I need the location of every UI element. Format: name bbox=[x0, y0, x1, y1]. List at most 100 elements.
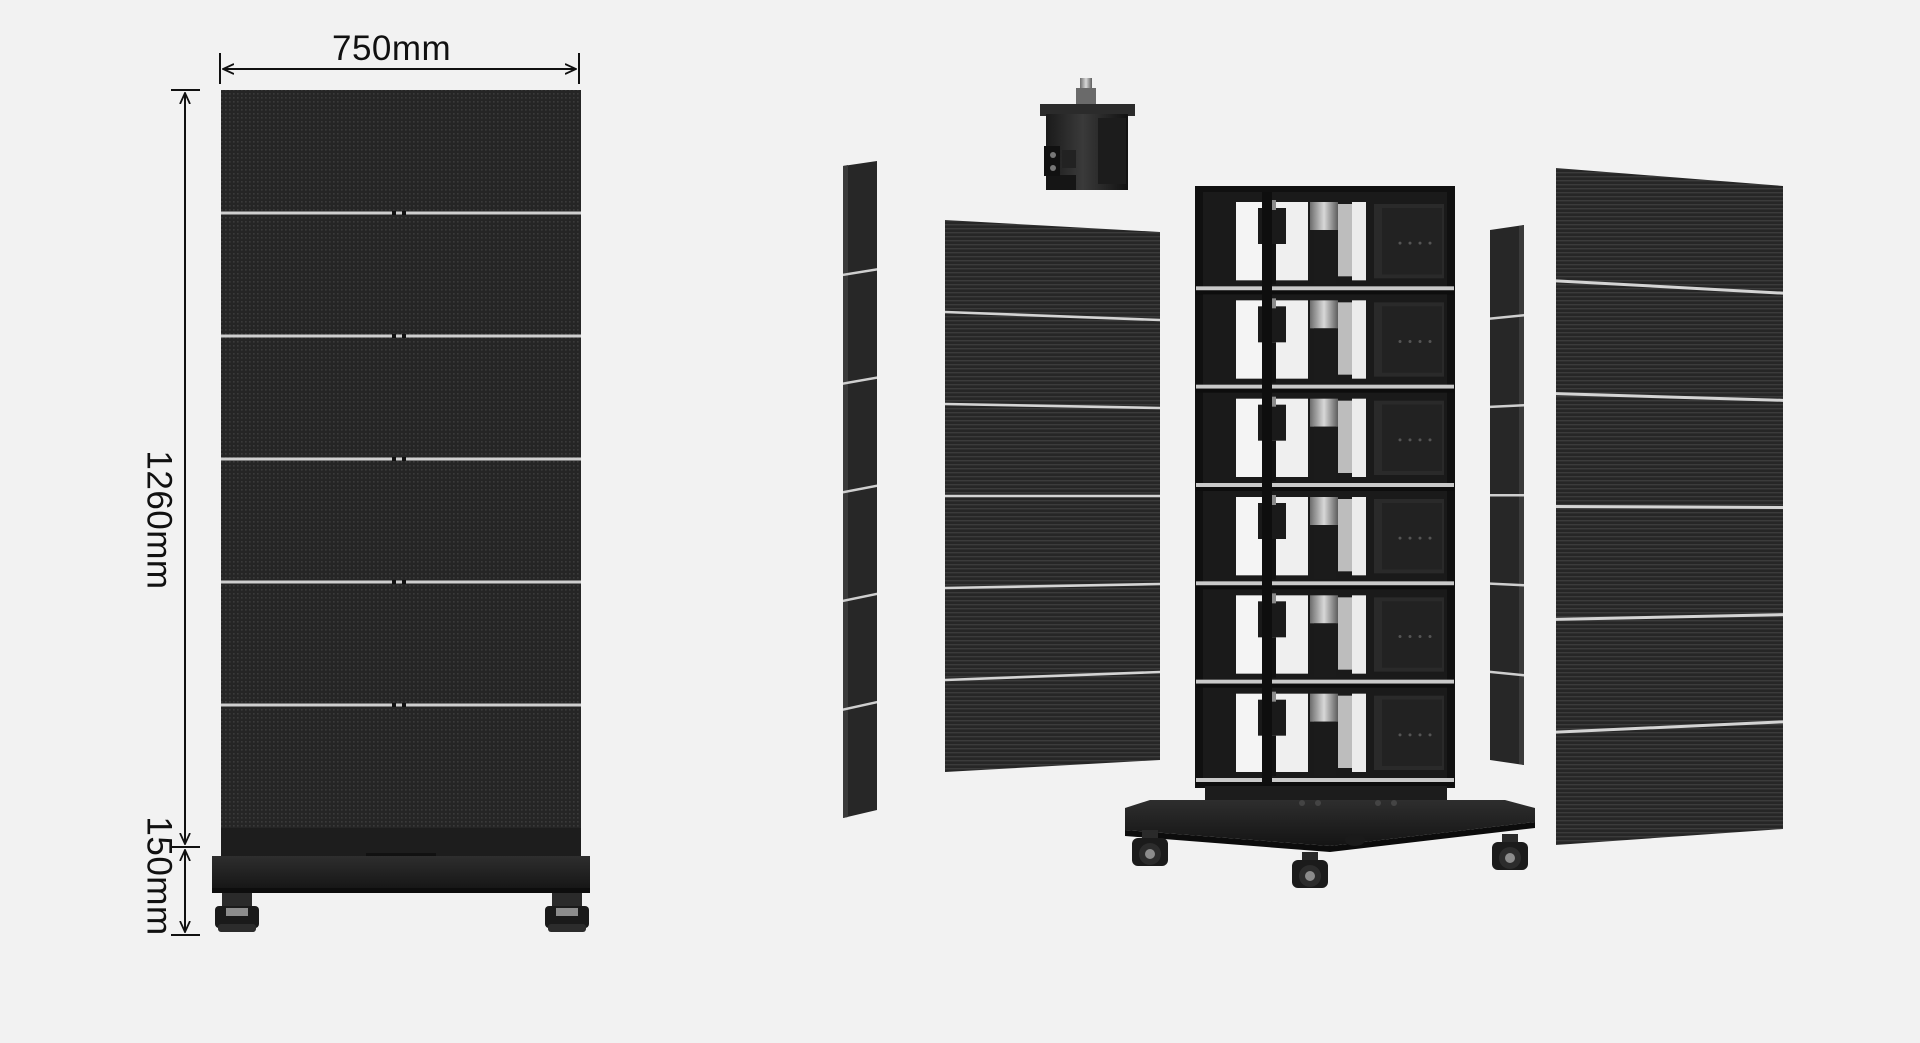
caster-mount bbox=[1302, 852, 1318, 862]
caster-wheel bbox=[1492, 834, 1528, 870]
width-dimension bbox=[219, 53, 580, 84]
cabinet-back-plate-inner bbox=[1382, 404, 1442, 471]
cabinet-bolt bbox=[1408, 438, 1412, 442]
front-panel-seam bbox=[945, 670, 1160, 682]
cabinet-opening bbox=[1352, 497, 1366, 576]
cabinet-opening bbox=[1236, 202, 1262, 281]
cabinet-opening bbox=[1352, 595, 1366, 674]
row-center-body bbox=[1314, 426, 1336, 481]
cabinet-row-shadow bbox=[1196, 683, 1454, 688]
row-center-module bbox=[1310, 202, 1338, 230]
right-strip-joint bbox=[1490, 494, 1524, 497]
cabinet-bolt bbox=[1428, 635, 1432, 638]
cabinet-opening bbox=[1236, 300, 1262, 379]
cabinet-bolt bbox=[1428, 340, 1432, 343]
assembled-seam-clip bbox=[392, 703, 396, 707]
cabinet-bolt bbox=[1418, 536, 1422, 540]
cabinet-frame bbox=[1195, 186, 1455, 788]
cabinet-opening bbox=[1352, 202, 1366, 281]
back-panel-seam bbox=[1556, 279, 1783, 295]
back-panel-seam bbox=[1556, 613, 1783, 621]
right-foot bbox=[545, 893, 589, 932]
cabinet-bolt bbox=[1398, 733, 1402, 737]
cabinet-row-divider bbox=[1196, 384, 1454, 389]
cabinet-bolt bbox=[1418, 635, 1422, 638]
cabinet-row bbox=[1196, 691, 1454, 786]
assembled-panel-seam bbox=[221, 580, 581, 584]
assembled-seam-clip bbox=[402, 580, 406, 584]
assembled-panel-seam bbox=[221, 703, 581, 707]
row-side-bracket bbox=[1338, 695, 1352, 768]
caster-hub bbox=[1505, 853, 1515, 863]
back-panel-seam bbox=[1556, 505, 1783, 509]
cabinet-opening bbox=[1236, 595, 1262, 674]
cabinet-opening bbox=[1236, 693, 1262, 772]
cabinet-bolt bbox=[1418, 340, 1422, 343]
cabinet-bolt bbox=[1398, 635, 1402, 638]
caster-mount bbox=[1502, 834, 1518, 844]
assembled-panel-seam bbox=[221, 457, 581, 461]
right-strip-joint bbox=[1490, 670, 1524, 677]
right-strip-joint bbox=[1490, 582, 1524, 587]
cabinet-bolt bbox=[1418, 241, 1422, 245]
cabinet-row-divider bbox=[1196, 778, 1454, 782]
cabinet-bolt bbox=[1428, 733, 1432, 737]
cabinet-row-shadow bbox=[1196, 487, 1454, 491]
back-panel-seam bbox=[1556, 720, 1783, 734]
base-dimension bbox=[171, 850, 200, 936]
cabinet-opening bbox=[1236, 497, 1262, 576]
cabinet-bolt bbox=[1428, 438, 1432, 442]
cabinet-row bbox=[1196, 200, 1454, 295]
left-strip-joint bbox=[843, 700, 877, 711]
row-center-module bbox=[1310, 693, 1338, 722]
assembled-seam-clip bbox=[392, 457, 396, 461]
cabinet-bolt bbox=[1408, 733, 1412, 737]
row-center-body bbox=[1314, 721, 1336, 776]
cabinet-bolt bbox=[1428, 241, 1432, 245]
assembled-seam-clip bbox=[392, 211, 396, 215]
cabinet-row-divider bbox=[1196, 286, 1454, 291]
assembled-seam-clip bbox=[392, 580, 396, 584]
cabinet-opening bbox=[1352, 398, 1366, 477]
row-center-module bbox=[1310, 398, 1338, 427]
exploded-view bbox=[843, 78, 1783, 888]
row-center-body bbox=[1314, 525, 1336, 580]
left-foot bbox=[215, 893, 259, 932]
assembled-panel-seam bbox=[221, 334, 581, 338]
assembled-base bbox=[212, 828, 590, 932]
caster-rear bbox=[1345, 834, 1365, 846]
cabinet-bolt bbox=[1408, 635, 1412, 638]
front-panel-seam bbox=[945, 402, 1160, 410]
assembled-panel-seam bbox=[221, 211, 581, 215]
cabinet-back-plate-inner bbox=[1382, 503, 1442, 570]
cabinet-row bbox=[1196, 396, 1454, 491]
row-side-bracket bbox=[1338, 597, 1352, 670]
cabinet-bolt bbox=[1408, 340, 1412, 343]
cabinet-bolt bbox=[1398, 438, 1402, 442]
cabinet-row-divider bbox=[1196, 679, 1454, 684]
assembled-seam-clip bbox=[402, 703, 406, 707]
cabinet-bolt bbox=[1408, 241, 1412, 245]
left-side-strip bbox=[843, 161, 877, 818]
height-dimension-label: 1260mm bbox=[139, 450, 179, 590]
cabinet-opening bbox=[1236, 398, 1262, 477]
cabinet-row-shadow bbox=[1196, 782, 1454, 786]
cabinet-bolt bbox=[1428, 536, 1432, 540]
base-dimension-label: 150mm bbox=[139, 816, 179, 936]
assembled-seam-clip bbox=[402, 457, 406, 461]
cabinet-row bbox=[1196, 495, 1454, 590]
right-strip-joint bbox=[1490, 404, 1524, 409]
left-strip-joint bbox=[843, 376, 877, 385]
assembled-seam-clip bbox=[392, 334, 396, 338]
cabinet-opening bbox=[1352, 300, 1366, 379]
cabinet-row-divider bbox=[1196, 581, 1454, 586]
row-center-module bbox=[1310, 595, 1338, 624]
cabinet-back-plate-inner bbox=[1382, 306, 1442, 373]
cabinet-opening bbox=[1352, 693, 1366, 772]
cabinet-bolt bbox=[1408, 536, 1412, 540]
cabinet-bolt bbox=[1418, 733, 1422, 737]
left-strip-joint bbox=[843, 484, 877, 494]
row-side-bracket bbox=[1338, 400, 1352, 473]
